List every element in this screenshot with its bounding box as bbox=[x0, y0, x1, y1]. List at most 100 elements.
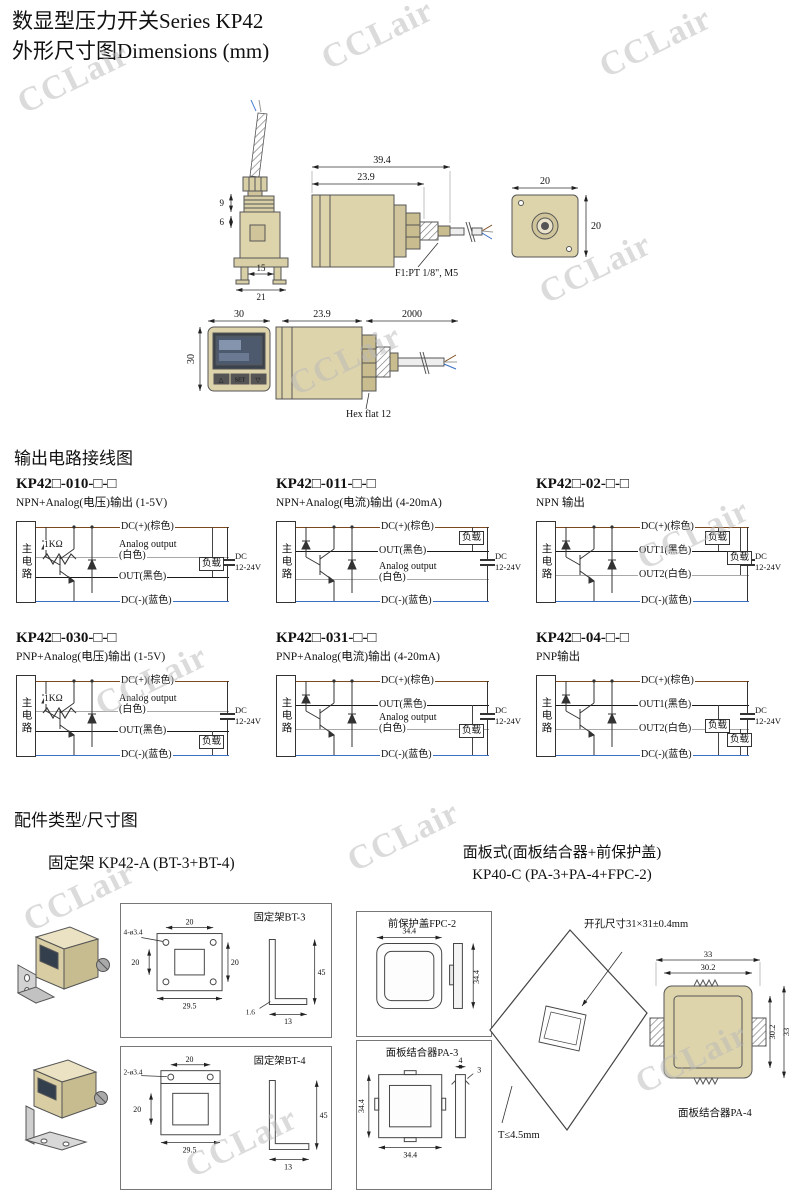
bt3-hole-note: 4-ø3.4 bbox=[124, 928, 143, 937]
supply-dc: DC bbox=[235, 705, 247, 715]
dimension-drawings: 9 6 15 21 39.4 23. bbox=[186, 99, 601, 420]
load-box: 负载 bbox=[459, 724, 485, 739]
supply-dc: DC bbox=[235, 551, 247, 561]
button-up-icon: △ bbox=[219, 377, 224, 384]
note-hex-flat: Hex flat 12 bbox=[346, 409, 391, 420]
wire-label: (白色) bbox=[118, 550, 147, 562]
dim-39-4: 39.4 bbox=[373, 155, 391, 166]
bt4-drawing-box: 固定架BT-4 20 20 29.5 45 13 2-ø3.4 bbox=[120, 1046, 332, 1190]
wire-label: OUT1(黑色) bbox=[638, 699, 693, 711]
wire-label: (白色) bbox=[378, 723, 407, 735]
wire-label: OUT(黑色) bbox=[378, 699, 428, 711]
circuit-model: KP42□-011-□-□ bbox=[276, 476, 376, 492]
load-box: 负载 bbox=[459, 531, 485, 546]
dim-2000: 2000 bbox=[402, 309, 422, 320]
bt3-dim-left: 20 bbox=[131, 958, 139, 967]
wire-label: Analog output bbox=[118, 693, 178, 705]
dim-23-9-bottom: 23.9 bbox=[313, 309, 331, 320]
circuit-card-031: KP42□-031-□-□ PNP+Analog(电流)输出 (4-20mA) … bbox=[276, 630, 528, 780]
panel-title-line2: KP40-C (PA-3+PA-4+FPC-2) bbox=[472, 866, 652, 883]
dim-23-9: 23.9 bbox=[357, 172, 375, 183]
pa4-drawing: 33 30.2 30.2 33 面板结合器PA-4 bbox=[649, 949, 791, 1119]
transistor-schematic bbox=[556, 513, 648, 605]
supply-rail bbox=[227, 565, 228, 601]
resistor-label: 1KΩ bbox=[44, 694, 63, 704]
bt3-dim-height: 45 bbox=[318, 968, 326, 977]
bt3-dim-top: 20 bbox=[186, 918, 194, 927]
wire-label: DC(-)(蓝色) bbox=[640, 595, 693, 607]
circuit-subtitle: PNP+Analog(电压)输出 (1-5V) bbox=[16, 651, 166, 663]
bt3-dim-foot: 13 bbox=[284, 1017, 292, 1026]
capacitor-symbol bbox=[740, 718, 755, 720]
pa4-label: 面板结合器PA-4 bbox=[678, 1106, 752, 1119]
wire-label: DC(-)(蓝色) bbox=[380, 595, 433, 607]
supply-voltage: 12-24V bbox=[755, 715, 781, 726]
capacitor-symbol bbox=[220, 559, 235, 561]
supply-voltage: 12-24V bbox=[495, 561, 521, 572]
pa3-label: 面板结合器PA-3 bbox=[386, 1046, 459, 1059]
wire-label: DC(+)(棕色) bbox=[120, 521, 175, 533]
circuit-diagram: 主电路 1KΩ DC(+)(棕色) Analog output (白色) OUT… bbox=[16, 513, 268, 613]
pa4-dim-outer-width: 33 bbox=[704, 949, 713, 959]
fpc2-dim-height: 34.4 bbox=[472, 970, 481, 984]
load-box: 负载 bbox=[705, 719, 731, 734]
wire-label: DC(+)(棕色) bbox=[380, 521, 435, 533]
fpc2-label: 前保护盖FPC-2 bbox=[388, 917, 456, 930]
wire-label: DC(+)(棕色) bbox=[640, 521, 695, 533]
capacitor-symbol bbox=[480, 718, 495, 720]
drawing-side-cable-right bbox=[311, 194, 494, 268]
drawing-side-cable-right-dims: 39.4 23.9 F1:PT 1/8", M5 bbox=[311, 155, 458, 279]
fpc2-drawing-box: 前保护盖FPC-2 34.4 34.4 bbox=[356, 911, 492, 1037]
circuit-diagram: 主电路 DC(+)(棕色) OUT(黑色) Analog output (白色)… bbox=[276, 513, 528, 613]
bt3-label: 固定架BT-3 bbox=[254, 911, 306, 924]
load-box: 负载 bbox=[199, 557, 225, 572]
wire-label: Analog output bbox=[378, 712, 438, 724]
supply-voltage: 12-24V bbox=[235, 715, 261, 726]
panel-title: 面板式(面板结合器+前保护盖) KP40-C (PA-3+PA-4+FPC-2) bbox=[412, 843, 712, 887]
supply-rail bbox=[227, 527, 228, 559]
bt4-label: 固定架BT-4 bbox=[254, 1054, 307, 1067]
bt3-dim-thickness: 1.6 bbox=[246, 1007, 256, 1016]
circuit-card-010: KP42□-010-□-□ NPN+Analog(电压)输出 (1-5V) 主电… bbox=[16, 476, 268, 626]
pa4-dim-inner-height: 30.2 bbox=[767, 1025, 777, 1040]
main-circuit-box: 主电路 bbox=[276, 521, 296, 603]
wire-label: OUT2(白色) bbox=[638, 569, 693, 581]
dim-20-width: 20 bbox=[540, 176, 550, 187]
supply-rail bbox=[747, 681, 748, 713]
wire-label: Analog output bbox=[378, 561, 438, 573]
main-circuit-box: 主电路 bbox=[536, 521, 556, 603]
wire-label: DC(+)(棕色) bbox=[640, 675, 695, 687]
wire-label: OUT(黑色) bbox=[118, 571, 168, 583]
bt4-dim-top: 20 bbox=[186, 1055, 194, 1064]
panel-title-line1: 面板式(面板结合器+前保护盖) bbox=[462, 845, 662, 861]
drawing-front-panel bbox=[207, 326, 457, 400]
resistor-symbol bbox=[42, 706, 77, 720]
dim-15: 15 bbox=[257, 263, 267, 273]
supply-rail bbox=[487, 527, 488, 559]
dim-6: 6 bbox=[220, 217, 225, 227]
circuit-model: KP42□-02-□-□ bbox=[536, 476, 629, 492]
drawing-front-panel-buttons: △ SET ▽ bbox=[219, 377, 261, 384]
supply-rail bbox=[747, 565, 748, 601]
circuit-diagram: 主电路 1KΩ DC(+)(棕色) Analog output (白色) OUT… bbox=[16, 667, 268, 767]
bt3-dim-bottom: 29.5 bbox=[183, 1001, 197, 1010]
wire-label: DC(-)(蓝色) bbox=[120, 595, 173, 607]
capacitor-symbol bbox=[220, 713, 235, 715]
wire-label: (白色) bbox=[118, 704, 147, 716]
capacitor-symbol bbox=[220, 718, 235, 720]
transistor-schematic bbox=[296, 513, 388, 605]
main-circuit-box: 主电路 bbox=[536, 675, 556, 757]
load-drop bbox=[212, 527, 213, 577]
capacitor-symbol bbox=[480, 713, 495, 715]
wire-label: (白色) bbox=[378, 572, 407, 584]
bt3-dim-right: 20 bbox=[231, 958, 239, 967]
dim-21: 21 bbox=[257, 292, 266, 302]
main-circuit-box: 主电路 bbox=[276, 675, 296, 757]
circuit-model: KP42□-04-□-□ bbox=[536, 630, 629, 646]
supply-rail bbox=[487, 565, 488, 601]
drawing-rear-view-dims: 20 20 bbox=[512, 176, 601, 257]
